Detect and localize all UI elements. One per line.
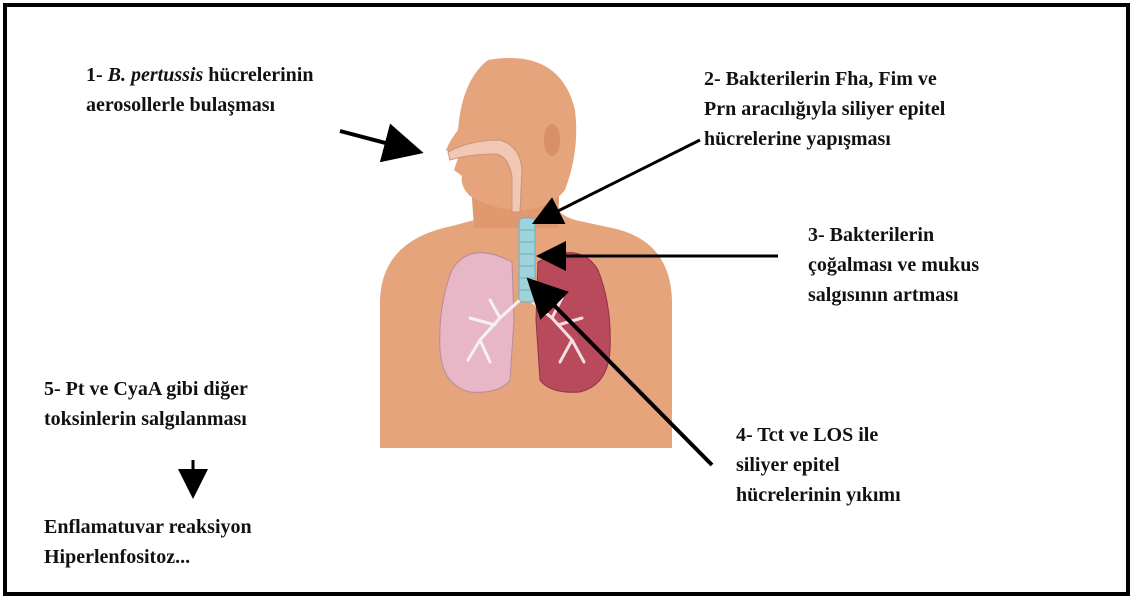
step1-number: 1- [86,64,103,86]
lung-left [440,253,514,393]
label-outcome: Enflamatuvar reaksiyon Hiperlenfositoz..… [44,512,252,572]
step5-line2: toksinlerin salgılanması [44,404,248,434]
label-step2: 2- Bakterilerin Fha, Fim ve Prn aracılığ… [704,64,945,154]
step3-line1: 3- Bakterilerin [808,220,979,250]
outcome-line2: Hiperlenfositoz... [44,542,252,572]
step3-line2: çoğalması ve mukus [808,250,979,280]
label-step4: 4- Tct ve LOS ile siliyer epitel hücrele… [736,420,901,510]
step4-line1: 4- Tct ve LOS ile [736,420,901,450]
step1-species: B. pertussis [108,64,204,86]
trachea [519,218,535,302]
arrow-step1 [340,131,412,150]
step5-line1: 5- Pt ve CyaA gibi diğer [44,374,248,404]
step4-line2: siliyer epitel [736,450,901,480]
label-step3: 3- Bakterilerin çoğalması ve mukus salgı… [808,220,979,310]
label-step5: 5- Pt ve CyaA gibi diğer toksinlerin sal… [44,374,248,434]
label-step1: 1- B. pertussis hücrelerinin aerosollerl… [86,60,313,120]
step1-line2: aerosollerle bulaşması [86,90,313,120]
outcome-line1: Enflamatuvar reaksiyon [44,512,252,542]
ear [544,124,560,156]
step4-line3: hücrelerinin yıkımı [736,480,901,510]
step2-line1: 2- Bakterilerin Fha, Fim ve [704,64,945,94]
step3-line3: salgısının artması [808,280,979,310]
step2-line3: hücrelerine yapışması [704,124,945,154]
step2-line2: Prn aracılığıyla siliyer epitel [704,94,945,124]
step1-text: hücrelerinin [208,64,313,86]
